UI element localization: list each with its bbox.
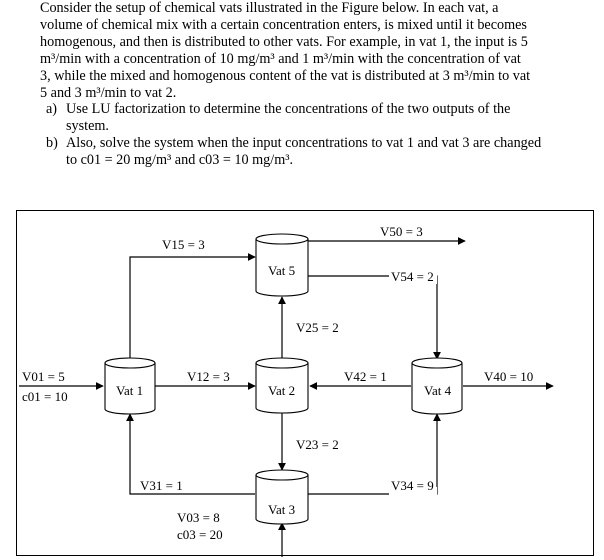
intro-line: homogenous, and then is distributed to o… xyxy=(40,33,528,50)
flow-v34-label: V34 = 9 xyxy=(391,478,434,493)
flow-v31-line xyxy=(126,413,255,495)
question-a: a) Use LU factorization to determine the… xyxy=(40,101,596,135)
vat-1-label: Vat 1 xyxy=(116,383,143,398)
intro-line: Consider the setup of chemical vats illu… xyxy=(40,0,499,16)
flow-v42-label: V42 = 1 xyxy=(344,369,387,384)
question-letter: a) xyxy=(46,101,58,118)
question-list: a) Use LU factorization to determine the… xyxy=(40,101,596,169)
intro-line: m³/min with a concentration of 10 mg/m³ … xyxy=(40,50,521,67)
flow-c01-label: c01 = 10 xyxy=(22,389,68,404)
question-line: Also, solve the system when the input co… xyxy=(66,135,542,152)
problem-statement: Consider the setup of chemical vats illu… xyxy=(40,0,596,169)
question-letter: b) xyxy=(46,135,58,152)
flow-v54-line xyxy=(308,275,441,360)
flow-v31-label: V31 = 1 xyxy=(140,478,183,493)
vat-4-label: Vat 4 xyxy=(424,383,452,398)
vat-diagram: Vat 1 Vat 2 Vat 3 Vat 4 Vat 5 V01 = 5 c0… xyxy=(16,210,594,557)
vat-2-cylinder xyxy=(255,357,309,414)
question-line: to c01 = 20 mg/m³ and c03 = 10 mg/m³. xyxy=(66,152,294,169)
intro-line: 5 and 3 m³/min to vat 2. xyxy=(40,84,177,101)
vat-3-label: Vat 3 xyxy=(268,502,295,517)
intro-line: volume of chemical mix with a certain co… xyxy=(40,16,527,33)
vat-3-cylinder xyxy=(255,469,309,525)
flow-c03-label: c03 = 20 xyxy=(177,527,223,542)
flow-v54-label: V54 = 2 xyxy=(391,269,434,284)
vat-2-label: Vat 2 xyxy=(268,383,295,398)
flow-v50-label: V50 = 3 xyxy=(380,224,423,239)
question-line: system. xyxy=(66,118,109,135)
vat-5-cylinder xyxy=(255,233,309,297)
vat-diagram-svg: Vat 1 Vat 2 Vat 3 Vat 4 Vat 5 V01 = 5 c0… xyxy=(19,224,554,557)
flow-v40-label: V40 = 10 xyxy=(484,369,533,384)
flow-v15-line xyxy=(129,253,256,359)
vat-5-label: Vat 5 xyxy=(268,263,295,278)
intro-paragraph: Consider the setup of chemical vats illu… xyxy=(40,0,596,101)
flow-v12-label: V12 = 3 xyxy=(187,369,230,384)
vat-1-cylinder xyxy=(104,357,156,415)
flow-v15-label: V15 = 3 xyxy=(162,237,205,252)
flow-v25-label: V25 = 2 xyxy=(296,320,339,335)
intro-line: 3, while the mixed and homogenous conten… xyxy=(40,67,531,84)
question-line: Use LU factorization to determine the co… xyxy=(66,101,511,118)
vat-4-cylinder xyxy=(411,357,463,415)
flow-v01-label: V01 = 5 xyxy=(22,369,65,384)
question-b: b) Also, solve the system when the input… xyxy=(40,135,596,169)
flow-v23-label: V23 = 2 xyxy=(296,437,339,452)
flow-v03-label: V03 = 8 xyxy=(177,510,220,525)
